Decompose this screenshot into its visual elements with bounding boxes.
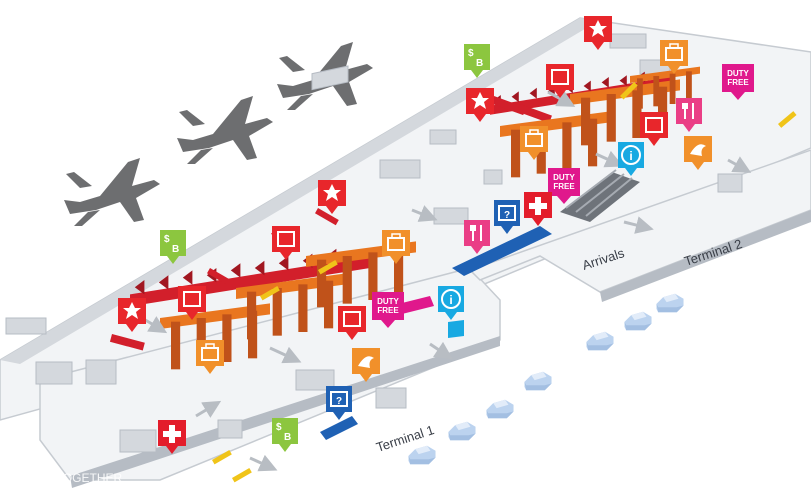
duty-free-label: DUTY [377,297,399,306]
baggage-icon[interactable] [660,40,688,74]
prayer-room-icon[interactable] [584,16,612,50]
currency-exchange-icon[interactable]: $ B [272,418,298,452]
medical-icon[interactable] [158,420,186,454]
duty-free-label: FREE [377,306,399,315]
medical-icon[interactable] [524,192,552,226]
duty-free-icon[interactable]: DUTY FREE [722,64,754,100]
lost-baggage-icon[interactable]: ? [494,200,520,234]
svg-text:B: B [476,58,483,69]
stripes [212,81,797,483]
restaurant-icon[interactable] [464,220,490,254]
duty-free-label: FREE [727,78,749,87]
watermark: TRAVEL◊TOGETHER [4,471,123,485]
svg-text:?: ? [336,396,342,407]
duty-free-label: DUTY [727,69,749,78]
svg-text:$: $ [276,422,282,433]
immigration-icon[interactable] [178,286,206,320]
restaurant-icon[interactable] [676,98,702,132]
svg-text:B: B [172,244,179,255]
information-icon[interactable]: i [618,142,644,176]
prayer-room-icon[interactable] [118,298,146,332]
duty-free-label: DUTY [553,173,575,182]
lost-baggage-icon[interactable]: ? [326,386,352,420]
prayer-room-icon[interactable] [318,180,346,214]
immigration-icon[interactable] [272,226,300,260]
baggage-icon[interactable] [520,126,548,160]
duty-free-icon[interactable]: DUTY FREE [372,292,404,328]
baggage-icon[interactable] [196,340,224,374]
currency-exchange-icon[interactable]: $ B [464,44,490,78]
svg-text:B: B [284,432,291,443]
walkway-arrows [141,90,752,472]
lounge-icon[interactable] [684,136,712,170]
svg-text:?: ? [504,210,510,221]
duty-free-label: FREE [553,182,575,191]
escalator [560,169,640,222]
svg-text:i: i [449,293,452,307]
immigration-icon[interactable] [546,64,574,98]
baggage-icon[interactable] [382,230,410,264]
lounge-icon[interactable] [352,348,380,382]
currency-exchange-icon[interactable]: $ B [160,230,186,264]
svg-text:i: i [629,149,632,163]
map-pins: $ B $ B $ B [118,16,754,454]
svg-text:$: $ [164,234,170,245]
prayer-room-icon[interactable] [466,88,494,122]
immigration-icon[interactable] [338,306,366,340]
duty-free-icon[interactable]: DUTY FREE [548,168,580,204]
information-icon[interactable]: i [438,286,464,320]
svg-text:$: $ [468,48,474,59]
immigration-icon[interactable] [640,112,668,146]
